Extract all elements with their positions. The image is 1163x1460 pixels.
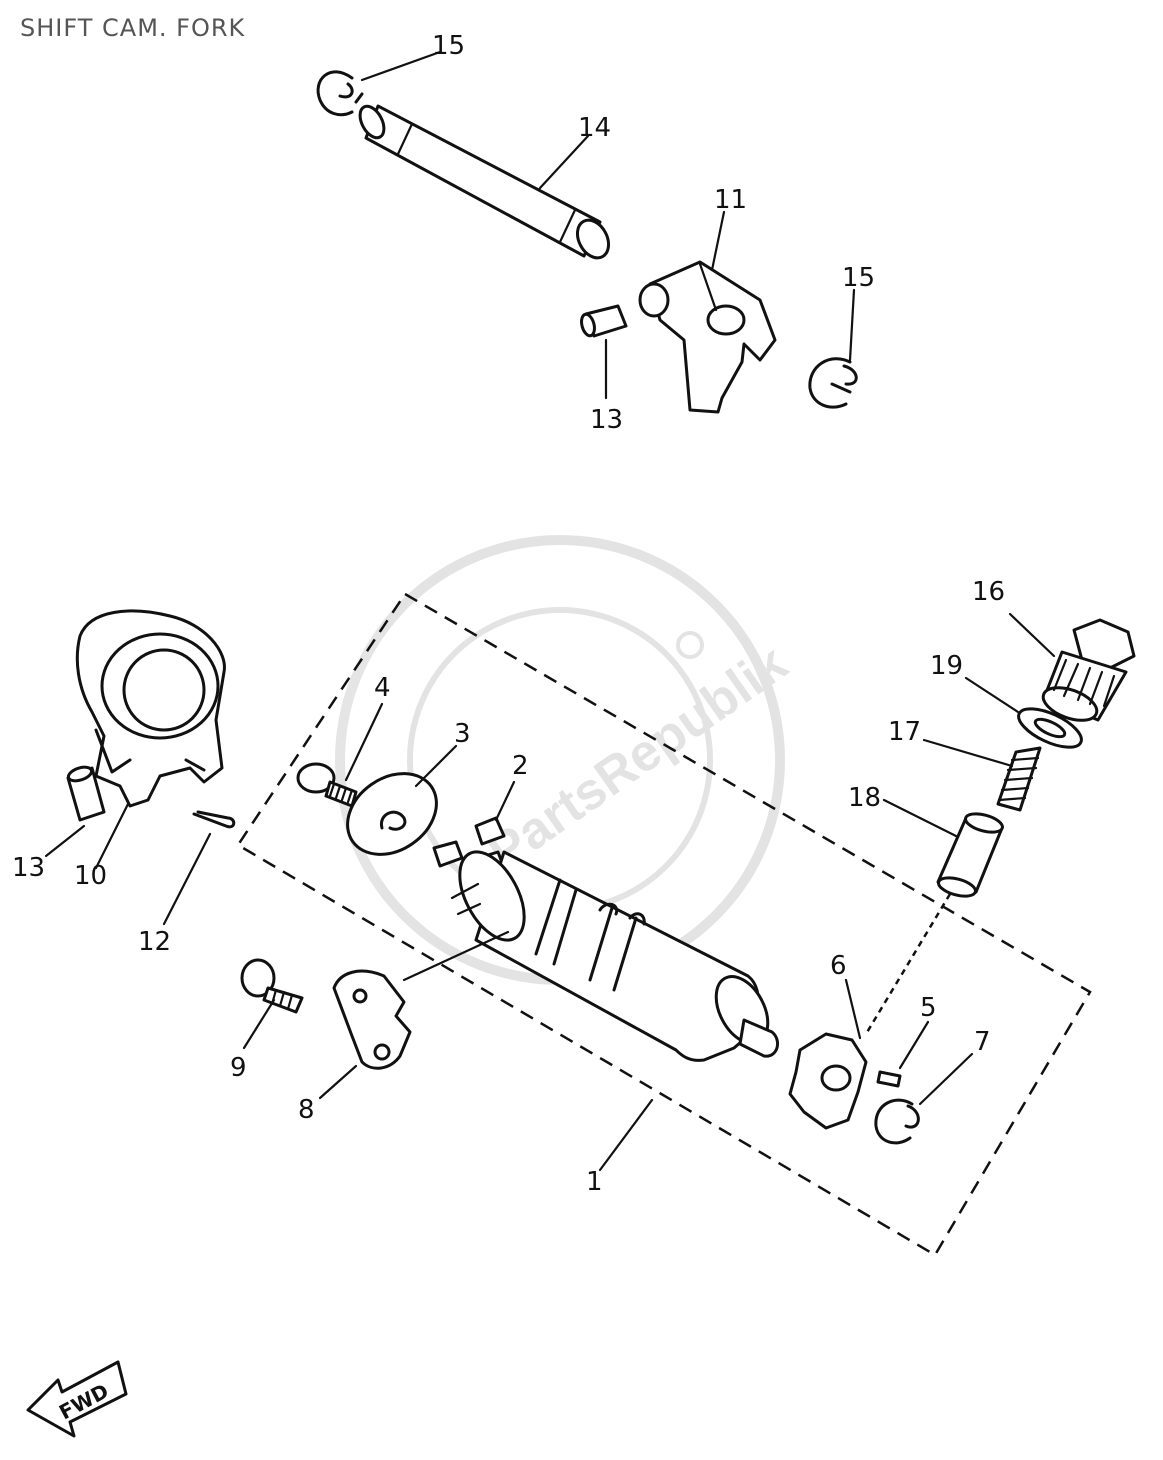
leader-15b xyxy=(848,288,856,362)
leader-1 xyxy=(598,1098,654,1172)
part-19-washer xyxy=(1017,707,1083,749)
gear-icon xyxy=(676,631,704,659)
alignment-line xyxy=(864,893,952,1035)
part-4-screw xyxy=(296,762,358,808)
part-10-shift-fork-large xyxy=(75,609,226,808)
callout-14: 14 xyxy=(578,113,611,143)
fwd-arrow-icon: FWD xyxy=(26,1360,128,1438)
leader-14 xyxy=(538,134,590,190)
callout-11: 11 xyxy=(714,185,747,215)
part-7-circlip xyxy=(874,1098,920,1145)
part-12-cotter-pin xyxy=(192,810,236,829)
leader-5 xyxy=(898,1020,930,1070)
leader-7 xyxy=(918,1052,974,1106)
leader-8-to-drum xyxy=(402,930,510,982)
part-16-bolt xyxy=(1041,618,1136,722)
leader-12 xyxy=(162,832,212,926)
leader-10 xyxy=(94,802,130,870)
callout-6: 6 xyxy=(830,951,847,981)
callout-1: 1 xyxy=(586,1167,603,1197)
part-17-spring xyxy=(996,746,1042,812)
diagram-title: SHIFT CAM. FORK xyxy=(20,14,246,42)
assembly-boundary xyxy=(236,592,1092,1257)
leader-8 xyxy=(318,1064,358,1100)
leader-15a xyxy=(360,50,442,82)
callout-17: 17 xyxy=(888,717,921,747)
leader-6 xyxy=(844,978,862,1040)
leader-16 xyxy=(1008,612,1056,658)
leader-3 xyxy=(414,744,458,788)
part-11-shift-fork xyxy=(638,260,777,414)
callout-13b: 13 xyxy=(12,853,45,883)
shift-cam-drum xyxy=(450,850,780,1062)
callout-2: 2 xyxy=(512,751,529,781)
callout-3: 3 xyxy=(454,719,471,749)
leader-11 xyxy=(710,210,726,272)
callout-9: 9 xyxy=(230,1053,247,1083)
callout-15a: 15 xyxy=(432,31,465,61)
part-13-pin-left xyxy=(66,765,106,822)
part-5-pin xyxy=(876,1070,902,1088)
leader-4 xyxy=(344,702,384,782)
leader-2 xyxy=(494,780,516,822)
part-15-circlip-right xyxy=(808,357,858,409)
part-8-segment xyxy=(332,969,412,1070)
callout-19: 19 xyxy=(930,651,963,681)
callout-8: 8 xyxy=(298,1095,315,1125)
callout-15b: 15 xyxy=(842,263,875,293)
callout-12: 12 xyxy=(138,927,171,957)
part-18-roller xyxy=(936,812,1004,898)
callout-4: 4 xyxy=(374,673,391,703)
part-9-screw xyxy=(240,958,304,1014)
part-6-star-plate xyxy=(788,1032,868,1130)
leader-18 xyxy=(882,798,958,838)
leader-13b xyxy=(44,824,86,858)
leader-17 xyxy=(922,738,1014,768)
callout-7: 7 xyxy=(974,1027,991,1057)
part-14-shift-shaft xyxy=(358,104,611,260)
callout-10: 10 xyxy=(74,861,107,891)
callout-13a: 13 xyxy=(590,405,623,435)
leader-19 xyxy=(964,676,1020,714)
part-3-plate xyxy=(346,772,438,856)
callout-5: 5 xyxy=(920,993,937,1023)
part-15-circlip-top xyxy=(316,70,364,117)
leader-9 xyxy=(242,998,276,1050)
callout-16: 16 xyxy=(972,577,1005,607)
part-13-pin-top xyxy=(580,304,628,338)
callout-18: 18 xyxy=(848,783,881,813)
